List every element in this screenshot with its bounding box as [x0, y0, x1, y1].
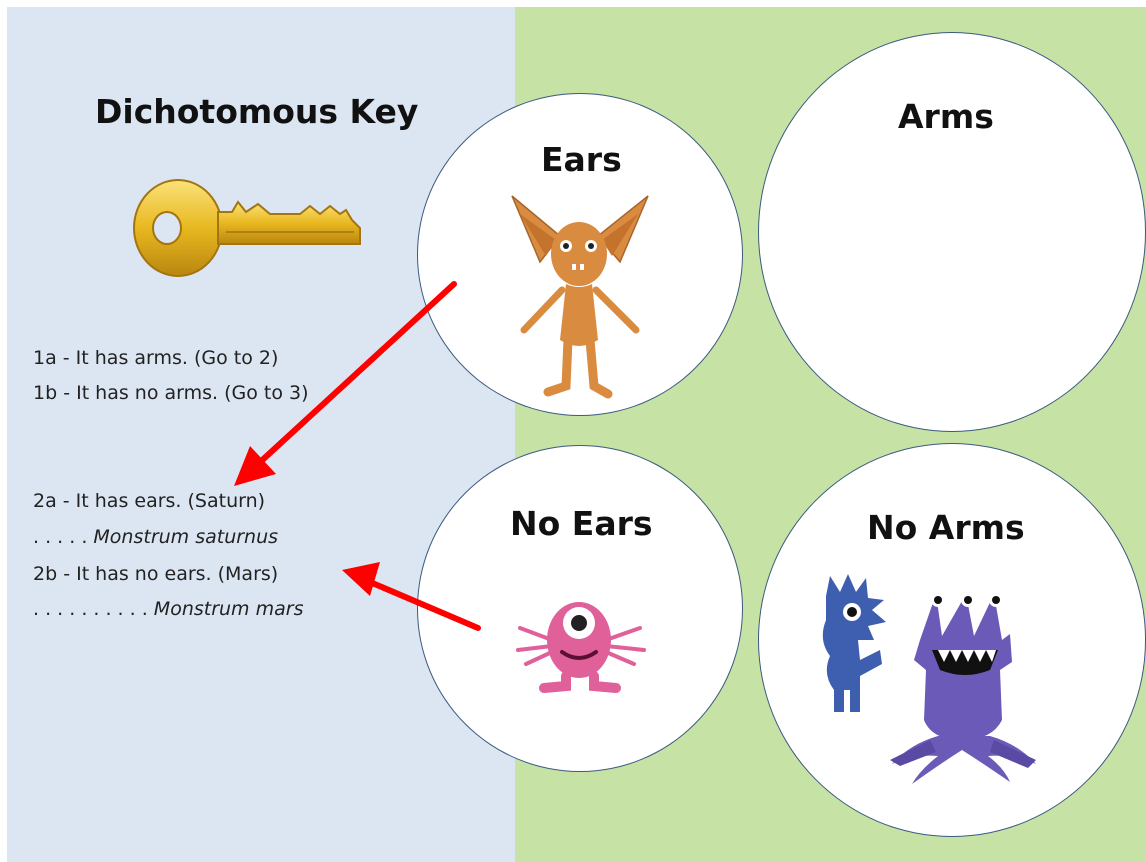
purple-tentacle-monster-icon — [890, 593, 1036, 784]
red-arrow — [342, 562, 478, 628]
blue-spiky-monster-icon — [823, 574, 886, 712]
pink-one-eyed-monster-icon — [518, 602, 644, 688]
red-arrow — [234, 284, 454, 486]
eared-monster-icon — [512, 196, 648, 394]
